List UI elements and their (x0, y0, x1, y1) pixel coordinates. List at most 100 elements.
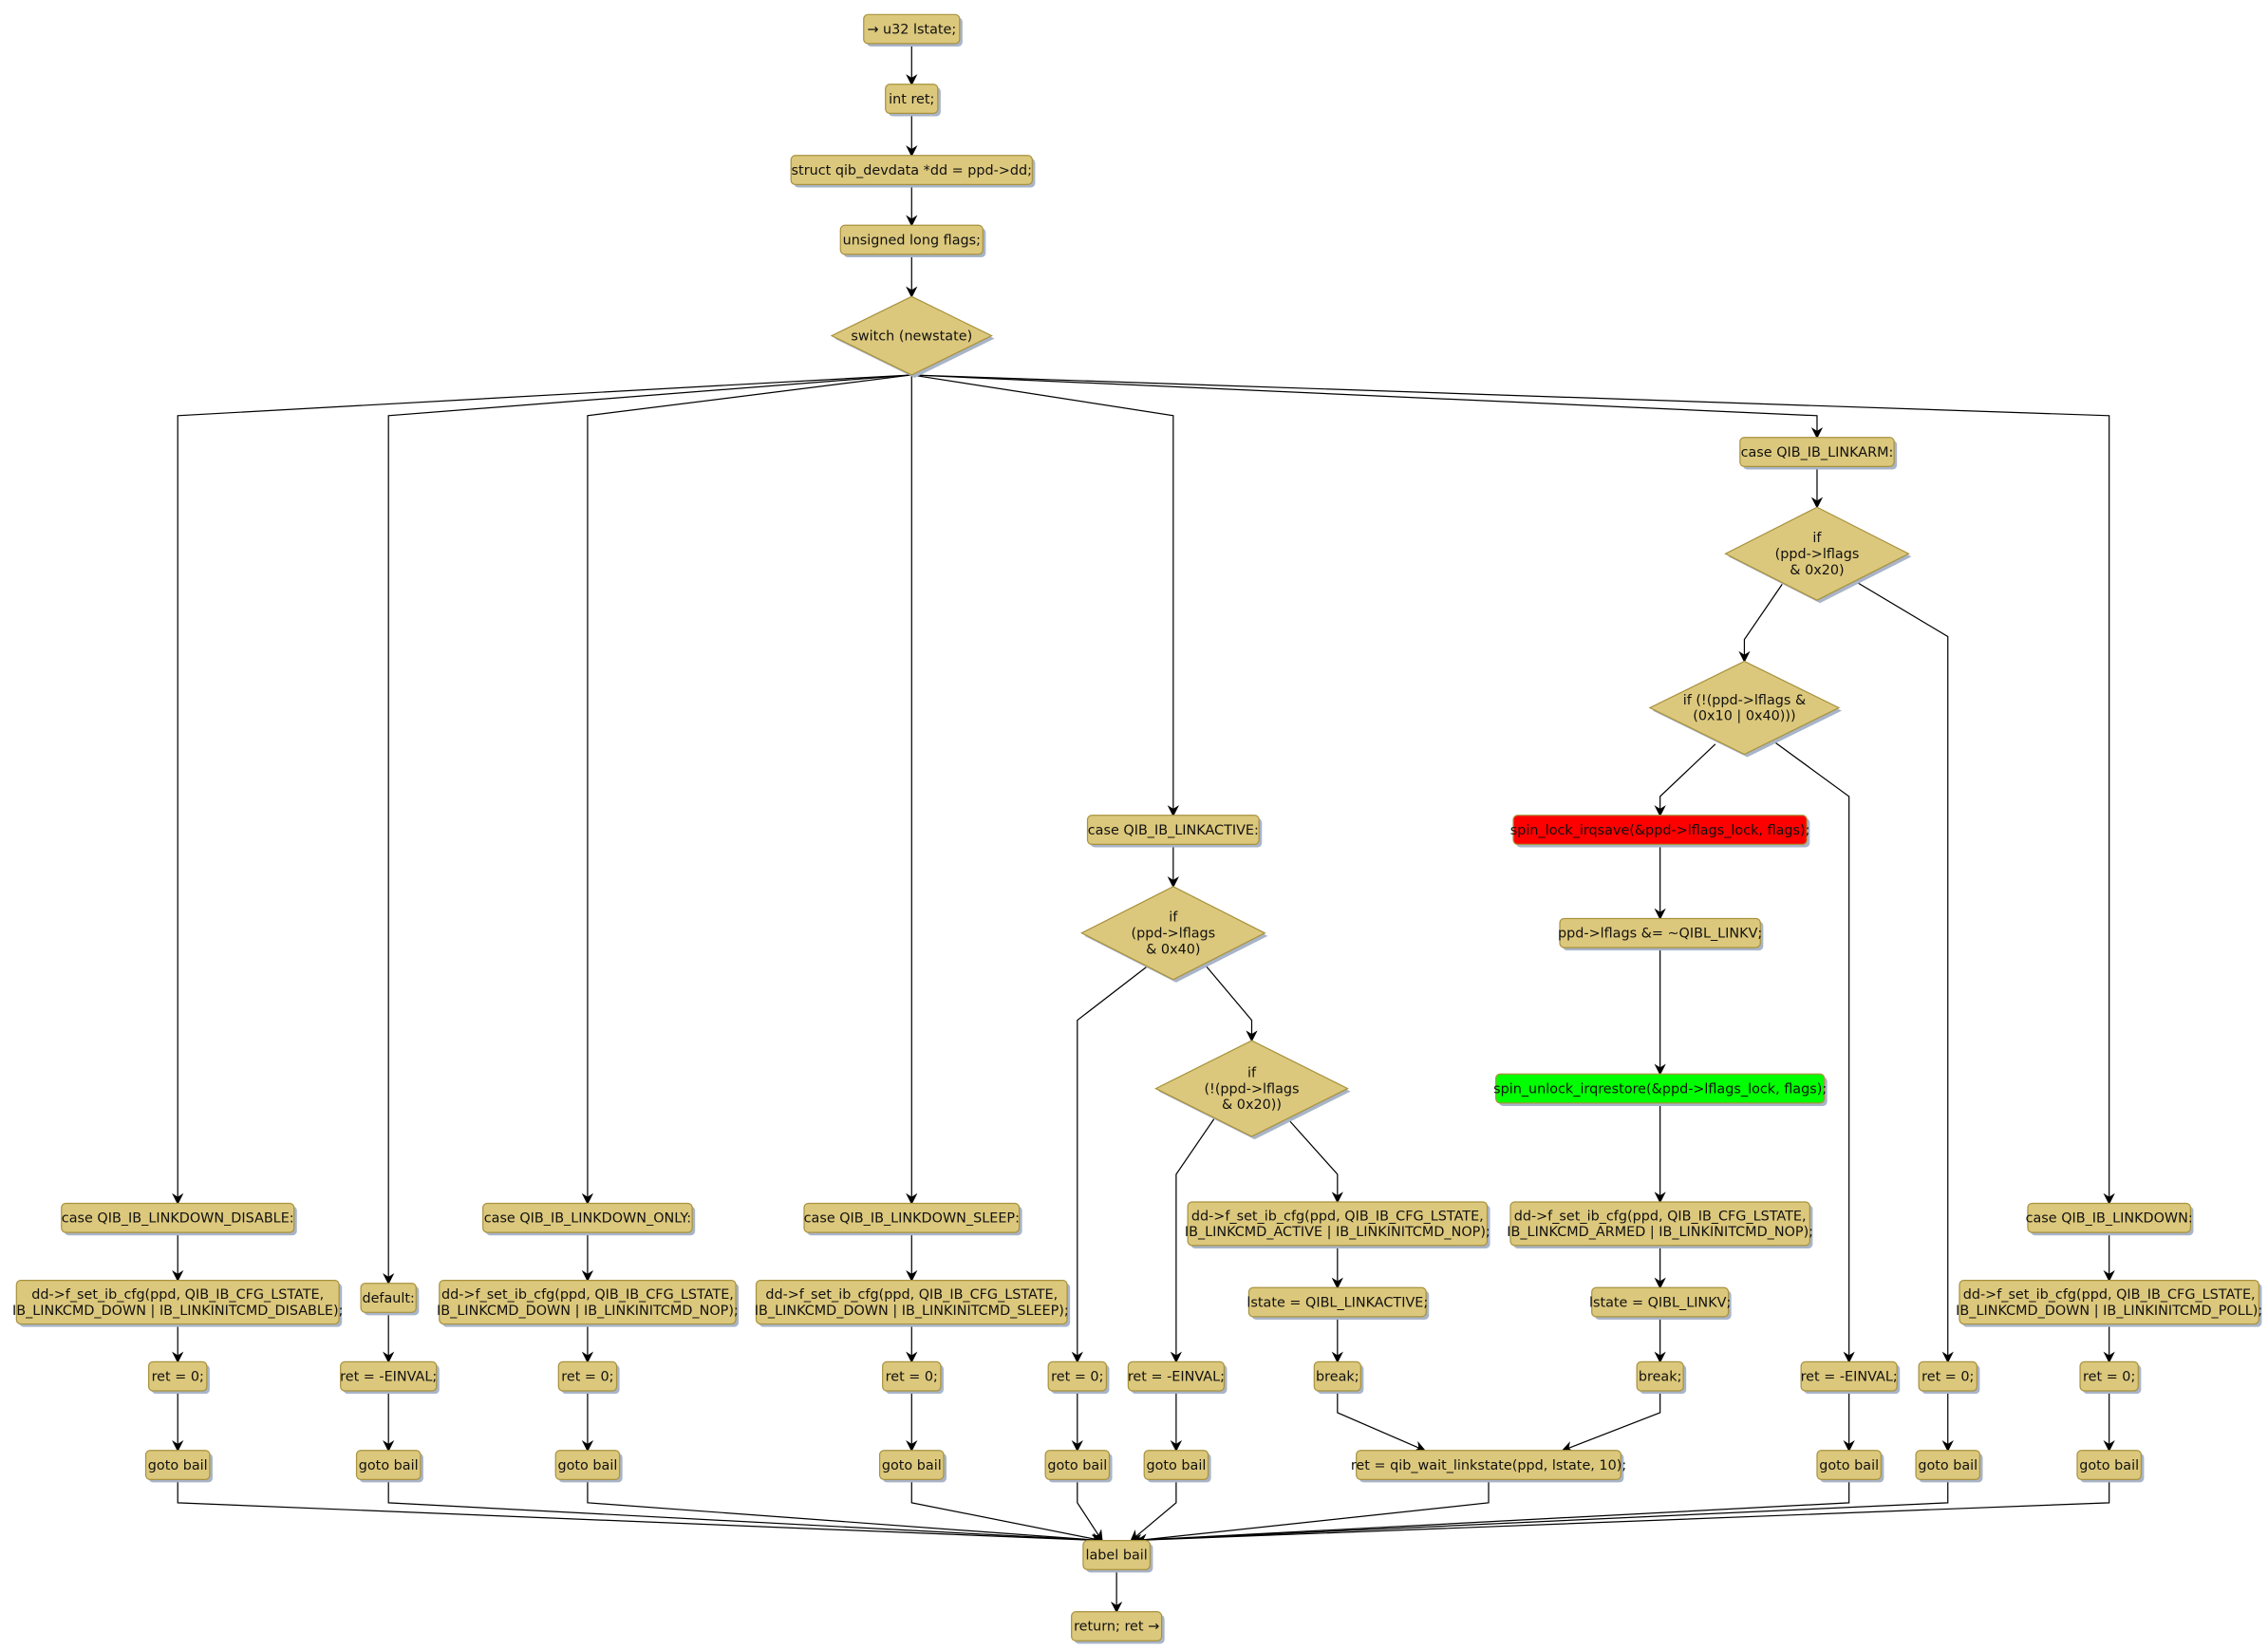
decision-if-0x40: if(ppd->lflags& 0x40) (1080, 886, 1268, 983)
node-label: (ppd->lflags (1775, 547, 1860, 562)
flow-arrow (383, 374, 912, 1285)
node-label: ret = 0; (561, 1369, 613, 1384)
node-label: (!(ppd->lflags (1204, 1081, 1299, 1097)
node-label: (0x10 | 0x40))) (1693, 709, 1795, 724)
statement-struct-dd: struct qib_devdata *dd = ppd->dd; (790, 155, 1036, 188)
statement-label-bail: label bail (1082, 1540, 1153, 1573)
node-label: lstate = QIBL_LINKACTIVE; (1246, 1295, 1428, 1310)
node-label: case QIB_IB_LINKARM: (1741, 445, 1894, 460)
node-label: case QIB_IB_LINKDOWN_DISABLE: (62, 1211, 294, 1227)
flow-arrow (1071, 966, 1148, 1363)
statement-ret-default: ret = -EINVAL; (340, 1360, 440, 1395)
flow-arrow (581, 374, 912, 1206)
flow-arrow (387, 1479, 1104, 1547)
node-label: goto bail (2079, 1458, 2139, 1473)
node-label: case QIB_IB_LINKDOWN_SLEEP: (804, 1211, 1020, 1227)
node-label: goto bail (882, 1458, 942, 1473)
node-label: goto bail (148, 1458, 208, 1473)
decision-switch: switch (newstate) (830, 295, 995, 379)
statement-case-linkdown: case QIB_IB_LINKDOWN: (2026, 1202, 2194, 1236)
flow-arrow (1170, 1118, 1215, 1363)
statement-set-armed: dd->f_set_ib_cfg(ppd, QIB_IB_CFG_LSTATE,… (1507, 1201, 1813, 1248)
statement-case-only: case QIB_IB_LINKDOWN_ONLY: (482, 1202, 696, 1236)
flow-arrow (911, 374, 1179, 817)
flow-arrow (1205, 965, 1258, 1042)
node-label: → u32 lstate; (867, 22, 956, 37)
edges (172, 43, 2115, 1614)
node-label: return; ret → (1074, 1620, 1159, 1635)
flow-arrow (177, 1479, 1104, 1547)
statement-ret-linkdown: ret = 0; (2079, 1360, 2142, 1395)
statement-lstate-linkv: lstate = QIBL_LINKV; (1589, 1286, 1732, 1320)
nodes: → u32 lstate; int ret; struct qib_devdata … (12, 13, 2262, 1644)
statement-ret-active-set: ret = 0; (1047, 1360, 1110, 1395)
statement-wait: ret = qib_wait_linkstate(ppd, lstate, 10… (1351, 1450, 1626, 1483)
statement-ret-arm-einval: ret = -EINVAL; (1800, 1360, 1901, 1395)
node-label: goto bail (1918, 1458, 1977, 1473)
flow-arrow (1129, 1479, 1949, 1547)
statement-int-ret: int ret; (885, 84, 941, 117)
node-label: if (!(ppd->lflags & (1683, 693, 1806, 708)
statement-goto-active-set: goto bail (1044, 1450, 1113, 1483)
statement-goto-linkdown: goto bail (2076, 1450, 2145, 1483)
flow-arrow (910, 1479, 1104, 1545)
flow-arrow (911, 374, 2115, 1206)
node-label: ret = -EINVAL; (1801, 1369, 1898, 1384)
node-label: IB_LINKCMD_DOWN | IB_LINKINITCMD_DISABLE… (12, 1304, 343, 1319)
node-label: IB_LINKCMD_DOWN | IB_LINKINITCMD_NOP); (437, 1304, 739, 1319)
node-label: unsigned long flags; (843, 233, 981, 248)
statement-return: return; ret → (1071, 1611, 1165, 1644)
statement-ret-only: ret = 0; (557, 1360, 620, 1395)
flow-arrow (1077, 1479, 1103, 1542)
decision-if-not-0x20: if(!(ppd->lflags& 0x20)) (1154, 1040, 1351, 1140)
statement-goto-arm-einval: goto bail (1816, 1450, 1884, 1483)
flow-arrow (1561, 1390, 1661, 1453)
statement-goto-active-einval: goto bail (1143, 1450, 1211, 1483)
node-label: & 0x20)) (1222, 1098, 1282, 1113)
node-label: ret = 0; (1921, 1369, 1974, 1384)
node-label: ret = -EINVAL; (1128, 1369, 1225, 1384)
node-label: ret = 0; (886, 1369, 938, 1384)
node-label: spin_unlock_irqrestore(&ppd->lflags_lock… (1493, 1081, 1827, 1097)
flow-arrow (1772, 741, 1855, 1363)
statement-goto-arm-set: goto bail (1915, 1450, 1983, 1483)
statement-ret-disable: ret = 0; (147, 1360, 210, 1395)
flow-arrow (1287, 1118, 1343, 1204)
statement-ret-active-einval: ret = -EINVAL; (1127, 1360, 1228, 1395)
flow-arrow (1129, 1479, 2110, 1547)
statement-case-linkarm: case QIB_IB_LINKARM: (1739, 437, 1898, 470)
statement-set-poll: dd->f_set_ib_cfg(ppd, QIB_IB_CFG_LSTATE,… (1956, 1280, 2262, 1327)
node-label: dd->f_set_ib_cfg(ppd, QIB_IB_CFG_LSTATE, (31, 1287, 324, 1303)
statement-goto-default: goto bail (355, 1450, 423, 1483)
node-label: dd->f_set_ib_cfg(ppd, QIB_IB_CFG_LSTATE, (1191, 1209, 1484, 1224)
node-label: ret = 0; (152, 1369, 204, 1384)
node-label: IB_LINKCMD_ARMED | IB_LINKINITCMD_NOP); (1507, 1225, 1813, 1240)
node-label: spin_lock_irqsave(&ppd->lflags_lock, fla… (1510, 823, 1810, 838)
node-label: IB_LINKCMD_ACTIVE | IB_LINKINITCMD_NOP); (1185, 1225, 1490, 1240)
node-label: dd->f_set_ib_cfg(ppd, QIB_IB_CFG_LSTATE, (1963, 1287, 2256, 1303)
node-label: break; (1316, 1369, 1359, 1384)
statement-clear-linkv: ppd->lflags &= ~QIBL_LINKV; (1558, 917, 1764, 951)
node-label: goto bail (1146, 1458, 1206, 1473)
node-label: case QIB_IB_LINKACTIVE: (1088, 823, 1259, 838)
node-label: goto bail (1047, 1458, 1107, 1473)
statement-set-active: dd->f_set_ib_cfg(ppd, QIB_IB_CFG_LSTATE,… (1185, 1201, 1490, 1248)
node-label: ret = -EINVAL; (340, 1369, 437, 1384)
statement-ret-sleep: ret = 0; (882, 1360, 944, 1395)
node-label: ret = 0; (2083, 1369, 2135, 1384)
statement-goto-disable: goto bail (144, 1450, 213, 1483)
node-label: goto bail (359, 1458, 419, 1473)
node-label: ret = 0; (1051, 1369, 1103, 1384)
node-label: lstate = QIBL_LINKV; (1589, 1295, 1731, 1310)
statement-spin-unlock: spin_unlock_irqrestore(&ppd->lflags_lock… (1493, 1073, 1828, 1106)
statement-break-active: break; (1313, 1360, 1364, 1395)
node-label: ppd->lflags &= ~QIBL_LINKV; (1558, 927, 1762, 942)
statement-set-sleep: dd->f_set_ib_cfg(ppd, QIB_IB_CFG_LSTATE,… (755, 1280, 1071, 1327)
statement-flags: unsigned long flags; (839, 224, 986, 257)
decision-if-not-0x10-0x40: if (!(ppd->lflags &(0x10 | 0x40))) (1648, 660, 1843, 758)
node-label: IB_LINKCMD_DOWN | IB_LINKINITCMD_POLL); (1956, 1304, 2262, 1319)
statement-lstate-active: lstate = QIBL_LINKACTIVE; (1246, 1286, 1430, 1320)
statement-goto-sleep: goto bail (878, 1450, 947, 1483)
flow-arrow (911, 374, 1824, 440)
